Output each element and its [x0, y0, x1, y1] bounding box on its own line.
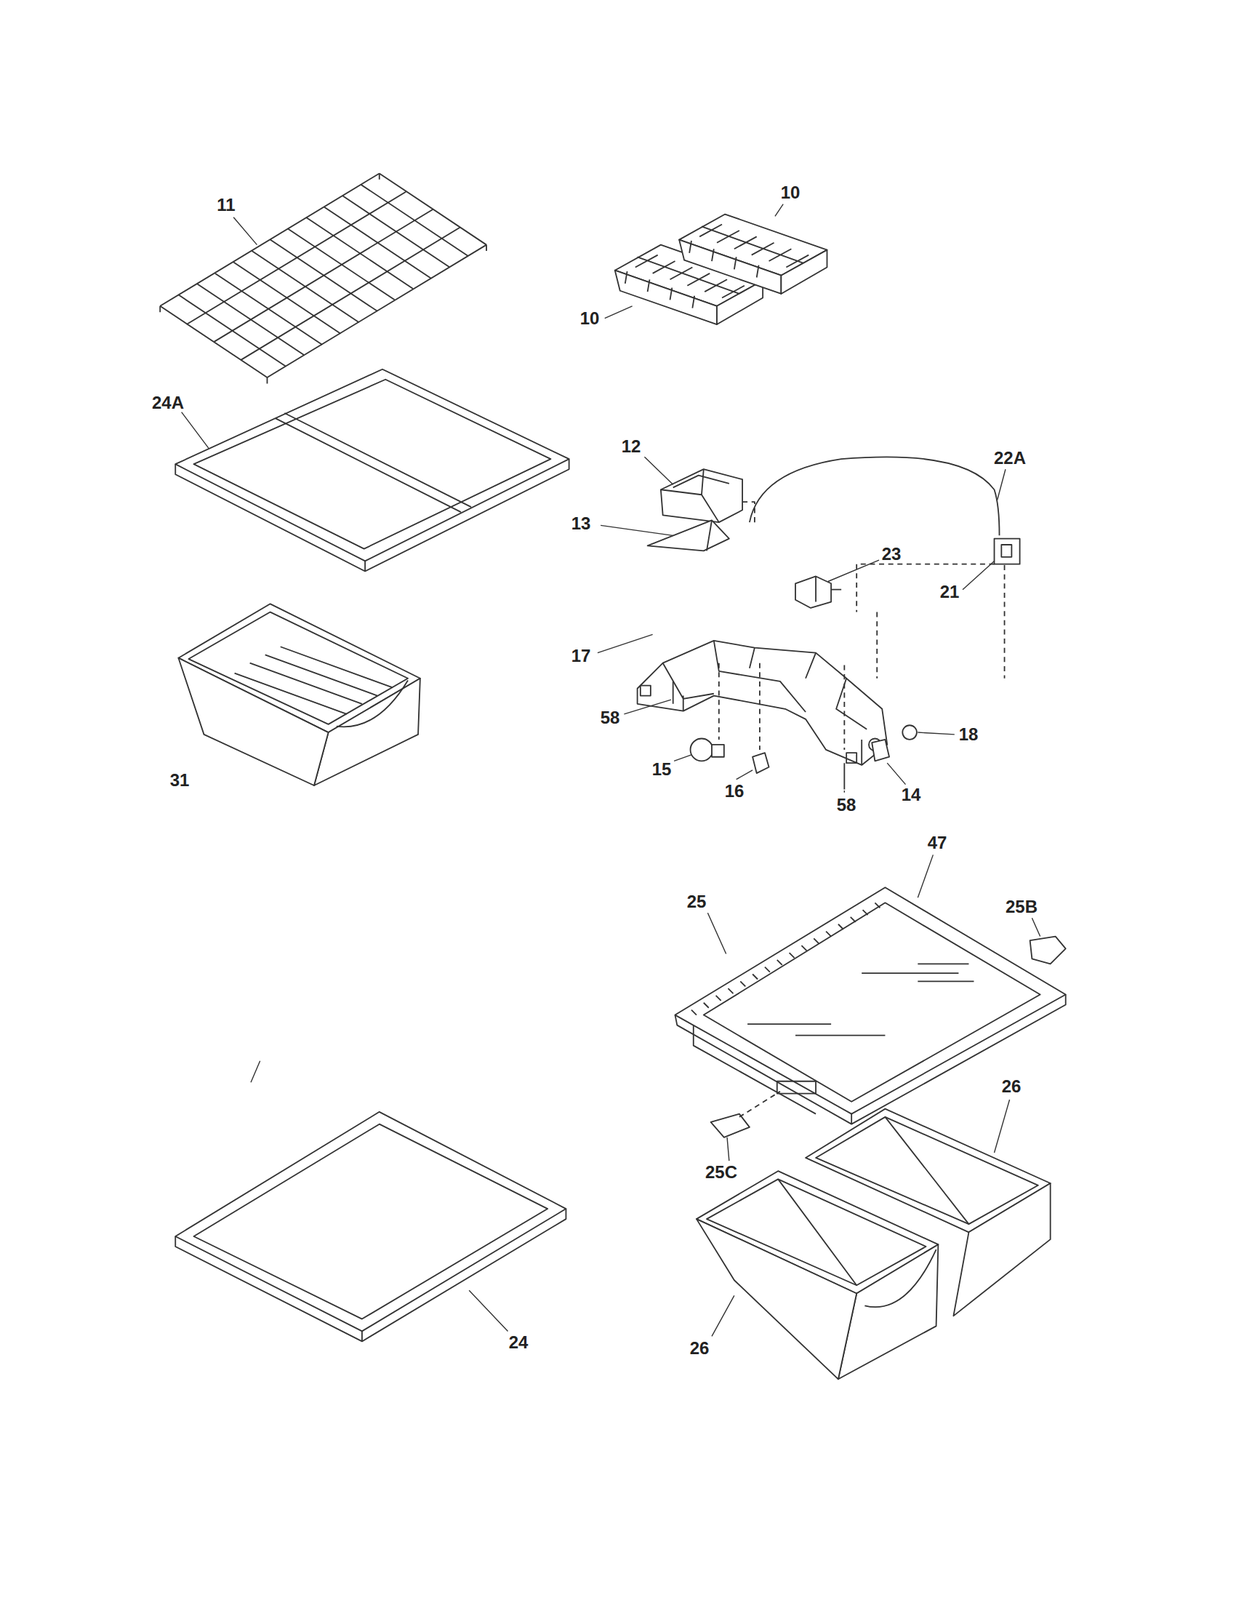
- callout-number: 18: [958, 725, 979, 744]
- crisper-cover: [175, 369, 569, 562]
- ice-chute: [660, 468, 743, 523]
- callout-number: 17: [571, 647, 592, 665]
- crisper-cover: [175, 369, 569, 572]
- ice-chute: [647, 468, 743, 551]
- wiring: [719, 456, 1023, 750]
- callout-number: 58: [836, 796, 857, 814]
- glass-shelf: [747, 963, 974, 1035]
- dispenser-housing: [663, 640, 868, 765]
- callout-number: 24A: [151, 394, 184, 412]
- callout-number: 58: [600, 708, 621, 727]
- glass-shelf: [675, 887, 1066, 1114]
- crisper-drawer: [336, 680, 408, 728]
- callout-number: 23: [881, 545, 902, 563]
- callout-number: 13: [571, 514, 592, 533]
- electrical-parts: [711, 744, 725, 757]
- glass-shelf: [703, 902, 1041, 1102]
- glass-shelf: [675, 887, 1066, 1124]
- glass-shelf: [691, 902, 880, 1015]
- callout-number: 16: [724, 782, 745, 800]
- parts-illustration: [159, 173, 1066, 1379]
- dispenser-housing: [846, 752, 857, 763]
- callout-number: 14: [901, 785, 922, 804]
- glass-shelf: [175, 1111, 566, 1332]
- electrical-parts: [795, 575, 832, 608]
- wire-shelf: [159, 173, 487, 384]
- callout-number: 25C: [705, 1163, 738, 1181]
- callout-number: 26: [689, 1339, 710, 1357]
- crisper-drawer: [314, 678, 421, 786]
- electrical-parts: [690, 737, 714, 761]
- wire-shelf: [159, 173, 487, 378]
- wiring: [749, 456, 1000, 536]
- electrical-parts: [752, 752, 769, 773]
- shelf-bracket: [711, 1113, 750, 1138]
- pan-drawer: [777, 1178, 936, 1307]
- glass-shelf: [175, 1111, 566, 1342]
- electrical-parts: [902, 724, 917, 740]
- electrical-parts: [690, 538, 1021, 774]
- pan-drawer: [696, 1108, 1051, 1380]
- shelf-bracket: [711, 936, 1066, 1138]
- callout-number: 15: [652, 760, 672, 778]
- crisper-cover: [175, 458, 569, 571]
- wiring: [742, 501, 755, 523]
- callout-number: 47: [927, 833, 948, 852]
- wire-shelf: [159, 173, 487, 384]
- glass-shelf: [175, 1208, 566, 1341]
- electrical-parts: [994, 538, 1021, 565]
- ice-tray: [780, 250, 827, 294]
- callout-number: 11: [216, 196, 235, 214]
- wiring: [856, 548, 1022, 679]
- callout-number: 25: [687, 892, 707, 911]
- ice-chute: [647, 519, 730, 551]
- pan-drawer: [884, 1116, 969, 1224]
- shelf-bracket: [739, 1091, 781, 1117]
- shelf-bracket: [1030, 936, 1066, 965]
- electrical-parts: [871, 739, 890, 761]
- crisper-cover: [275, 412, 472, 512]
- callout-number: 22A: [993, 449, 1026, 467]
- ice-tray: [716, 280, 763, 325]
- electrical-parts: [1001, 544, 1012, 557]
- screw: [673, 681, 845, 790]
- callout-number: 24: [508, 1333, 529, 1351]
- glass-shelf: [777, 1081, 816, 1094]
- dispenser-housing: [637, 640, 888, 765]
- crisper-cover: [193, 379, 551, 549]
- wire-shelf: [159, 173, 487, 378]
- crisper-drawer: [178, 603, 420, 786]
- callout-number: 10: [780, 183, 801, 202]
- leader-line: [181, 204, 1041, 1337]
- callout-number: 31: [170, 771, 190, 789]
- pan-drawer: [953, 1182, 1050, 1316]
- leader-line: [181, 204, 1041, 1337]
- ice-chute: [706, 519, 712, 551]
- ice-chute: [660, 468, 730, 523]
- crisper-drawer: [188, 612, 408, 725]
- ice-tray: [689, 224, 809, 278]
- wiring: [719, 663, 845, 750]
- dispenser-housing: [637, 640, 888, 765]
- glass-shelf: [193, 1124, 548, 1319]
- callout-number: 21: [940, 583, 960, 601]
- pan-drawer: [706, 1178, 927, 1285]
- callout-number: 25B: [1005, 897, 1038, 916]
- crisper-drawer: [178, 657, 328, 786]
- electrical-parts: [815, 575, 842, 602]
- callout-number: 12: [621, 437, 642, 456]
- crisper-drawer: [234, 646, 393, 714]
- dispenser-housing: [640, 685, 651, 696]
- screw: [673, 681, 845, 790]
- pan-drawer: [696, 1218, 857, 1379]
- callout-number: 10: [580, 309, 600, 328]
- callout-number: 26: [1001, 1077, 1022, 1095]
- ice-tray: [615, 214, 828, 325]
